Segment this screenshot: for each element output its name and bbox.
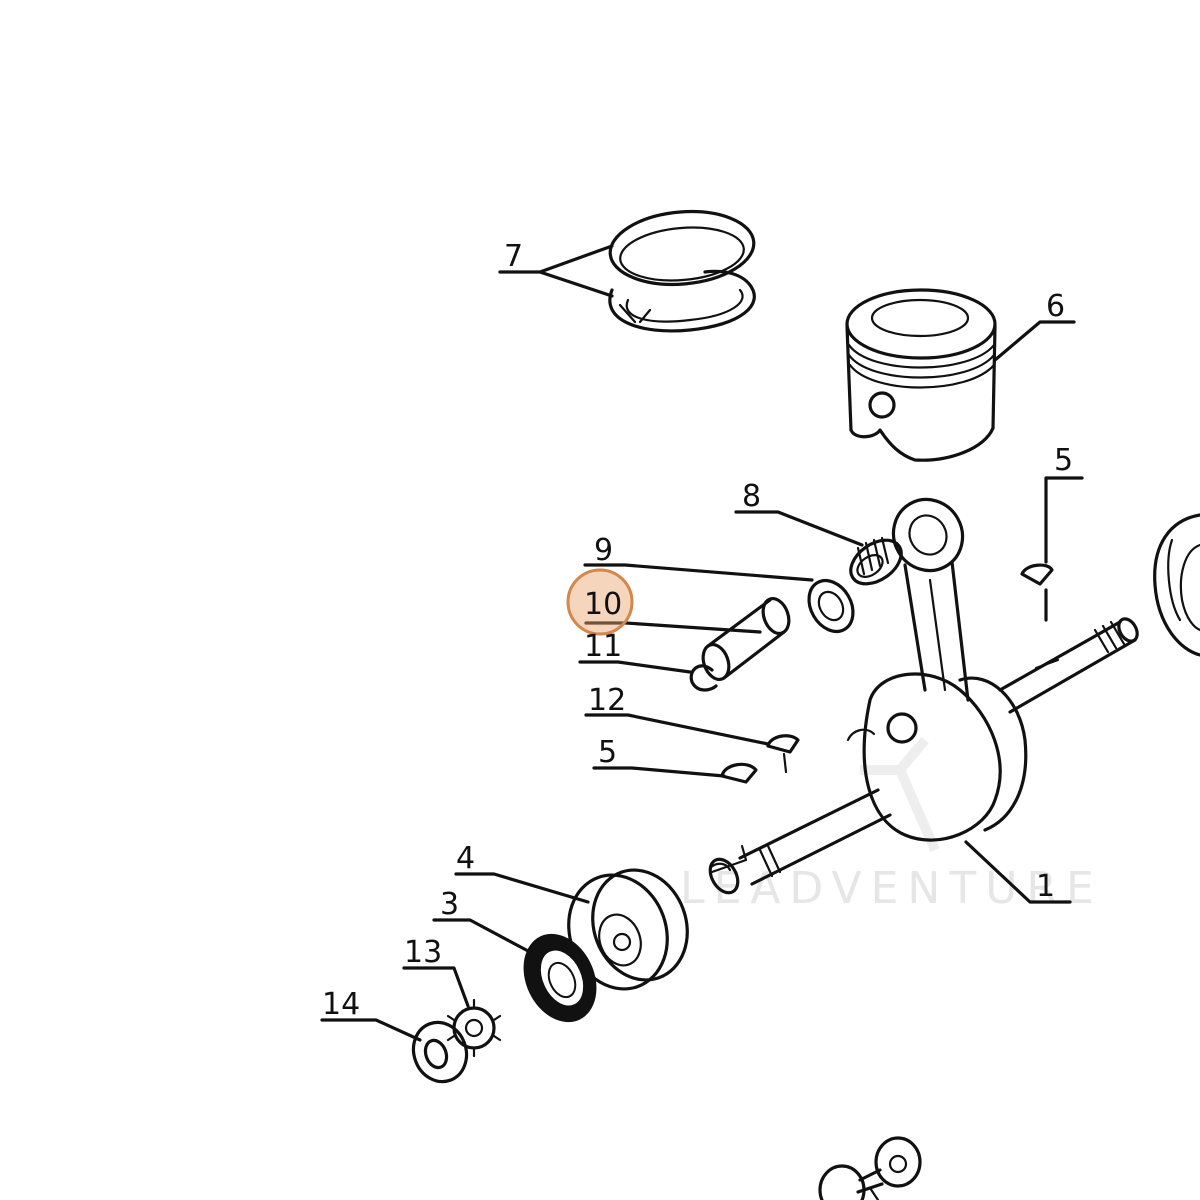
label-part-1[interactable]: 1 <box>1036 869 1055 904</box>
label-part-3[interactable]: 3 <box>440 887 459 922</box>
label-part-11[interactable]: 11 <box>584 629 622 664</box>
label-part-13[interactable]: 13 <box>404 935 442 970</box>
partial-flywheel-right <box>1153 513 1200 657</box>
needle-bearing <box>849 536 903 586</box>
circlip <box>689 664 718 692</box>
connecting-rod <box>891 497 970 702</box>
leader-lines <box>320 244 1084 1042</box>
piston <box>845 288 997 462</box>
label-part-14[interactable]: 14 <box>322 987 360 1022</box>
woodruff-key-12 <box>766 734 800 754</box>
piston-rings <box>608 209 756 333</box>
label-part-7[interactable]: 7 <box>504 239 523 274</box>
oil-seal <box>523 933 597 1023</box>
crankshaft <box>708 617 1139 895</box>
part-labels: 7 6 5 8 9 10 11 12 5 4 1 3 13 14 <box>322 239 1073 1022</box>
sprocket <box>446 998 502 1058</box>
watermark-logo-icon <box>860 736 940 853</box>
nut <box>411 1020 469 1084</box>
washer <box>807 578 855 634</box>
highlight-circle-part-10 <box>566 568 634 636</box>
watermark-text: LEADVENTURE <box>680 863 1103 914</box>
label-part-5-upper[interactable]: 5 <box>1054 443 1073 478</box>
label-part-6[interactable]: 6 <box>1046 289 1065 324</box>
partial-component-bottom <box>818 1136 922 1200</box>
label-part-4[interactable]: 4 <box>456 841 475 876</box>
woodruff-key-5-upper <box>1020 563 1054 586</box>
woodruff-key-5-lower <box>720 762 758 784</box>
label-part-10[interactable]: 10 <box>584 587 622 622</box>
label-part-9[interactable]: 9 <box>594 533 613 568</box>
label-part-12[interactable]: 12 <box>588 683 626 718</box>
label-part-5-lower[interactable]: 5 <box>598 735 617 770</box>
label-part-8[interactable]: 8 <box>742 479 761 514</box>
